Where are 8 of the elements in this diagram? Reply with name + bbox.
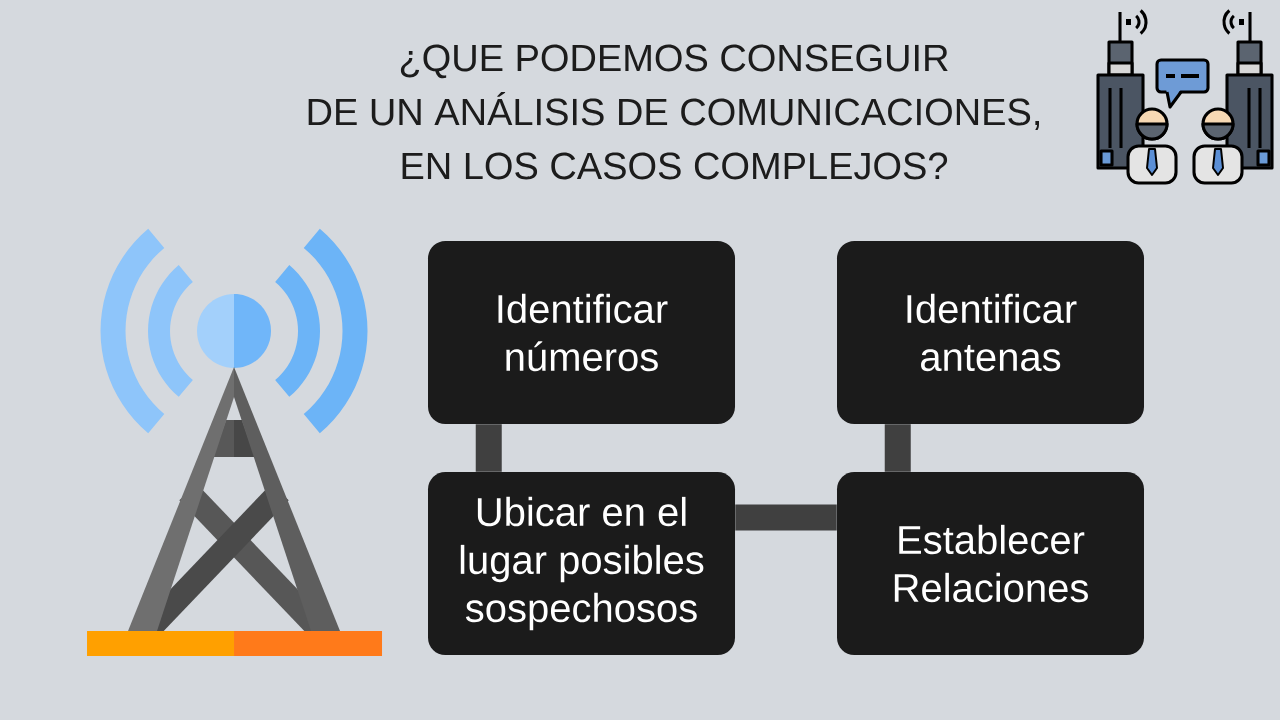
connector xyxy=(735,504,837,531)
connector xyxy=(884,424,911,472)
process-box: Identificar números xyxy=(428,241,735,424)
title: ¿QUE PODEMOS CONSEGUIR DE UN ANÁLISIS DE COMUNICACIONES, EN LOS CASOS COMPLEJOS? xyxy=(308,44,1039,180)
process-box: Ubicar en el lugar posibles sospechosos xyxy=(428,472,735,655)
connector xyxy=(475,424,502,472)
process-box: Establecer Relaciones xyxy=(837,472,1144,655)
process-box: Identificar antenas xyxy=(837,241,1144,424)
